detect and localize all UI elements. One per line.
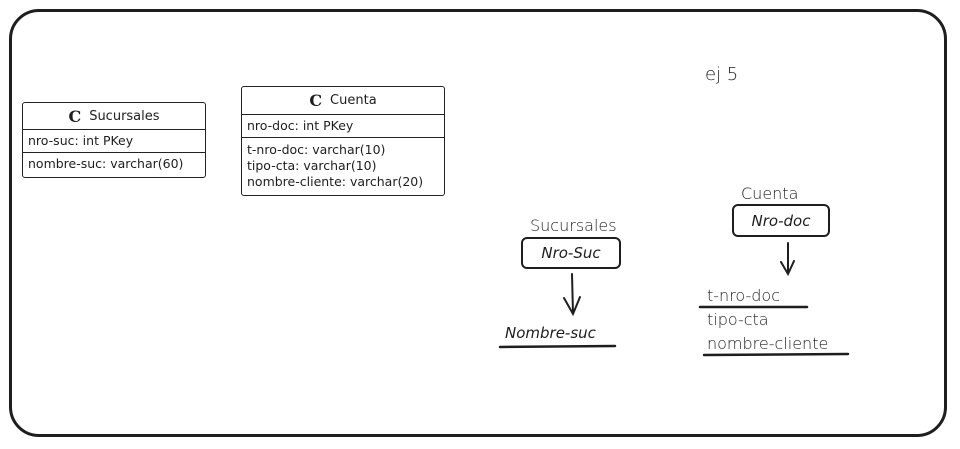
attribute: tipo-cta: varchar(10) xyxy=(247,158,377,173)
exercise-title: ej 5 xyxy=(705,64,739,85)
key-label: Nro-doc xyxy=(751,211,811,230)
key-box-nro-doc[interactable]: Nro-doc xyxy=(732,204,830,237)
underline xyxy=(498,344,617,349)
canvas-frame xyxy=(9,9,947,437)
arrow-down-icon xyxy=(780,242,795,277)
attribute: nombre-cliente: varchar(20) xyxy=(247,174,424,189)
entity-label-sucursales: Sucursales xyxy=(530,216,617,235)
attribute: nombre-suc: varchar(60) xyxy=(28,156,184,171)
dependent-tipo-cta: tipo-cta xyxy=(707,310,769,329)
dependent-nombre-cliente: nombre-cliente xyxy=(707,334,829,353)
class-name: Cuenta xyxy=(330,93,377,108)
pk-attribute: nro-suc: int PKey xyxy=(28,133,134,148)
underline xyxy=(702,352,850,357)
entity-label-cuenta: Cuenta xyxy=(741,184,799,203)
dependent-nombre-suc: Nombre-suc xyxy=(505,324,596,342)
uml-class-sucursales[interactable]: C Sucursales nro-suc: int PKey nombre-su… xyxy=(22,102,206,178)
key-label: Nro-Suc xyxy=(541,244,601,262)
arrow-down-icon xyxy=(563,273,581,317)
class-icon: C xyxy=(68,106,82,126)
dependent-t-nro-doc: t-nro-doc xyxy=(707,286,781,305)
attribute: t-nro-doc: varchar(10) xyxy=(247,142,386,157)
key-box-nro-suc[interactable]: Nro-Suc xyxy=(521,237,621,269)
class-name: Sucursales xyxy=(89,108,160,124)
pk-attribute: nro-doc: int PKey xyxy=(247,118,354,133)
class-icon: C xyxy=(309,91,323,110)
uml-class-cuenta[interactable]: C Cuenta nro-doc: int PKey t-nro-doc: va… xyxy=(241,86,445,196)
